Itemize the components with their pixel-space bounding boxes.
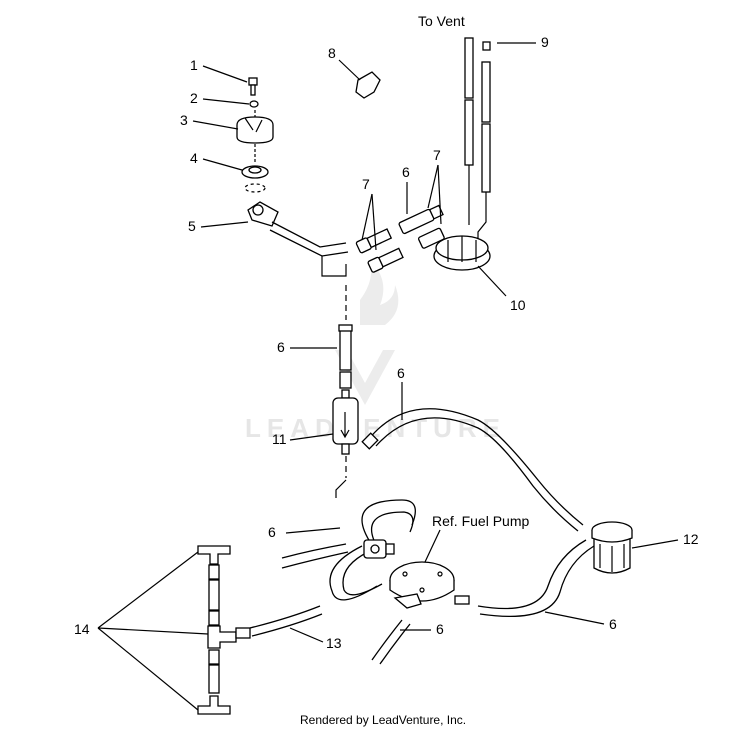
- callout-9: 9: [541, 34, 549, 50]
- callout-7-left: 7: [362, 176, 370, 192]
- canister-part: [591, 521, 633, 574]
- callout-6-inline: 6: [277, 339, 285, 355]
- to-vent-label: To Vent: [418, 13, 465, 29]
- vent-lines: [464, 37, 491, 242]
- callout-6-lower: 6: [436, 621, 444, 637]
- callout-1: 1: [190, 57, 198, 73]
- clip-part: [355, 71, 381, 99]
- callout-6-upper: 6: [402, 164, 410, 180]
- callout-3: 3: [180, 112, 188, 128]
- callout-6-left: 6: [268, 524, 276, 540]
- callout-6-return: 6: [397, 365, 405, 381]
- callout-7-right: 7: [433, 147, 441, 163]
- callout-6-right: 6: [609, 616, 617, 632]
- nut-part: [241, 165, 269, 193]
- hose-clamps-upper: [355, 204, 445, 273]
- callout-14: 14: [74, 621, 90, 637]
- callout-13: 13: [326, 635, 342, 651]
- callout-11: 11: [272, 431, 287, 447]
- leader-lines: [97, 42, 679, 711]
- lower-hoses: [249, 499, 595, 665]
- washer-part: [249, 100, 259, 108]
- fuel-pump-part: [389, 561, 470, 609]
- callout-12: 12: [683, 531, 699, 547]
- callout-5: 5: [188, 218, 196, 234]
- valve-part: [363, 539, 395, 559]
- screw-part: [248, 77, 258, 96]
- callout-10: 10: [510, 297, 526, 313]
- tee-fittings-part: [197, 545, 251, 715]
- ref-fuel-pump-label: Ref. Fuel Pump: [432, 513, 529, 529]
- pickup-assembly-part: [247, 201, 349, 257]
- callout-8: 8: [328, 45, 336, 61]
- inline-hose-part: [338, 324, 353, 389]
- return-hose: [361, 408, 584, 532]
- cap-part: [236, 116, 274, 144]
- fuel-filter-part: [332, 389, 359, 455]
- callout-4: 4: [190, 150, 198, 166]
- fuel-sender-part: [433, 235, 491, 271]
- callout-2: 2: [190, 90, 198, 106]
- footer-credit: Rendered by LeadVenture, Inc.: [300, 713, 466, 727]
